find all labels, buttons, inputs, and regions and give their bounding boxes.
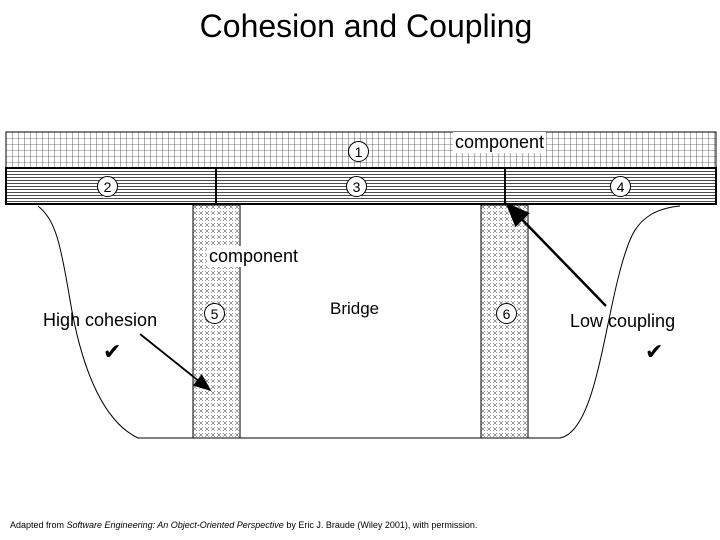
check-icon: ✔ — [645, 340, 664, 365]
footer-credit: Adapted from Software Engineering: An Ob… — [10, 520, 478, 530]
number-2: 2 — [97, 176, 118, 197]
low-coupling-label: Low coupling — [570, 311, 676, 331]
number-5: 5 — [204, 303, 225, 324]
bridge-label: Bridge — [330, 299, 380, 318]
number-1: 1 — [348, 141, 369, 162]
valley-outline — [37, 205, 681, 439]
number-4: 4 — [610, 176, 631, 197]
coupling-arrow — [505, 202, 607, 307]
check-icon: ✔ — [103, 340, 122, 365]
page-title: Cohesion and Coupling — [199, 8, 533, 44]
high-cohesion-label: High cohesion — [43, 310, 158, 330]
cohesion-arrow — [139, 333, 212, 392]
component-top-label: component — [453, 132, 547, 153]
number-6: 6 — [496, 303, 517, 324]
number-3: 3 — [346, 176, 367, 197]
component-mid-label: component — [207, 246, 301, 267]
